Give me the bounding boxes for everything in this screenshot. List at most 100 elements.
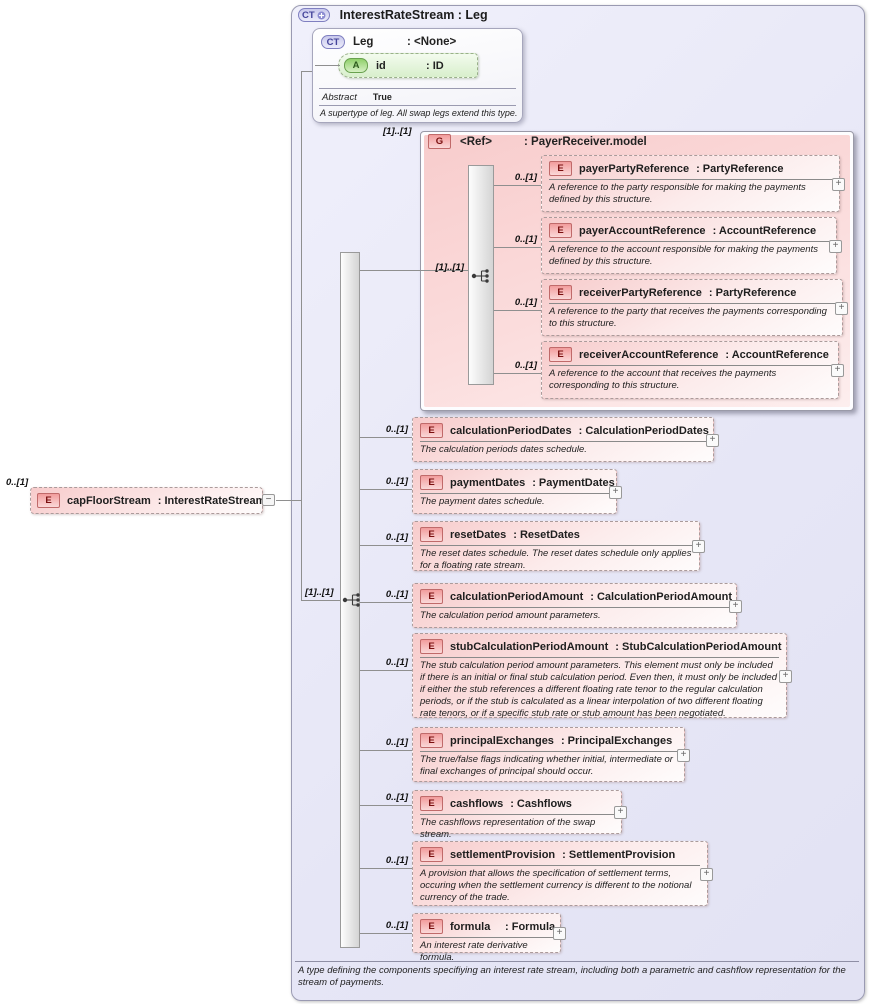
expand-icon[interactable]: + (706, 433, 719, 447)
expand-icon[interactable]: + (832, 177, 845, 191)
element-header: E stubCalculationPeriodAmount : StubCalc… (420, 639, 782, 654)
expand-icon[interactable]: + (609, 485, 622, 499)
element-badge: E (420, 639, 443, 654)
element-name: cashflows (450, 797, 504, 810)
element-annotation: The reset dates schedule. The reset date… (420, 548, 692, 571)
element-name: payerAccountReference (579, 224, 706, 237)
connector-line (494, 185, 541, 186)
cardinality-label: 0..[1] (385, 657, 408, 668)
cardinality-label: 0..[1] (514, 234, 537, 245)
expand-icon[interactable]: + (729, 599, 742, 613)
element-type: : PaymentDates (532, 476, 615, 489)
separator (420, 751, 677, 752)
connector-line (315, 65, 340, 66)
connector-line (301, 71, 312, 72)
element-header: E paymentDates : PaymentDates (420, 475, 615, 490)
base-type-header: CT Leg : <None> (321, 35, 456, 49)
element-badge: E (549, 285, 572, 300)
element-header: E receiverAccountReference : AccountRefe… (549, 347, 831, 362)
separator (420, 865, 700, 866)
element-box-calculationPeriodAmount[interactable]: E calculationPeriodAmount : CalculationP… (412, 583, 742, 628)
element-header: E cashflows : Cashflows (420, 796, 614, 811)
cardinality-label: 0..[1] (385, 737, 408, 748)
expand-icon[interactable]: + (614, 806, 627, 819)
connector-line (360, 750, 412, 751)
connector-line (301, 71, 302, 600)
connector-line (360, 868, 412, 869)
element-box-payerAccountReference[interactable]: E payerAccountReference : AccountReferen… (541, 217, 842, 274)
element-type: : SettlementProvision (562, 848, 676, 861)
element-name: calculationPeriodDates (450, 424, 572, 437)
cardinality-label: 0..[1] (385, 855, 408, 866)
separator (420, 441, 706, 442)
element-name: receiverPartyReference (579, 286, 702, 299)
element-box-formula[interactable]: E formula : Formula An interest rate der… (412, 913, 566, 963)
abstract-label: Abstract (322, 92, 357, 103)
connector-line (360, 805, 412, 806)
element-badge: E (420, 919, 443, 934)
cardinality-label: 0..[1] (514, 172, 537, 183)
element-box-capFloorStream[interactable]: E capFloorStream : InterestRateStream (30, 487, 265, 514)
plus-circle-icon (317, 11, 326, 19)
separator (549, 365, 831, 366)
base-type-name: Leg (353, 36, 374, 48)
sequence-icon (342, 593, 360, 607)
base-type-box-Leg[interactable]: CT Leg : <None> A id : ID Abstract True A… (312, 28, 523, 123)
element-name: payerPartyReference (579, 162, 690, 175)
separator (420, 607, 729, 608)
element-annotation: The cashflows representation of the swap… (420, 817, 596, 840)
group-header: G <Ref> : PayerReceiver.model (428, 134, 647, 149)
connector-line (360, 437, 412, 438)
element-header: E payerAccountReference : AccountReferen… (549, 223, 829, 238)
expand-icon[interactable]: + (779, 669, 792, 683)
element-box-calculationPeriodDates[interactable]: E calculationPeriodDates : CalculationPe… (412, 417, 719, 462)
element-header: E settlementProvision : SettlementProvis… (420, 847, 700, 862)
element-box-principalExchanges[interactable]: E principalExchanges : PrincipalExchange… (412, 727, 690, 782)
element-badge: E (420, 423, 443, 438)
expand-icon[interactable]: + (835, 301, 848, 315)
element-type: : Cashflows (510, 797, 572, 810)
element-type: : CalculationPeriodAmount (590, 590, 733, 603)
separator (420, 493, 609, 494)
element-annotation: A provision that allows the specificatio… (420, 868, 692, 903)
element-box-cashflows[interactable]: E cashflows : Cashflows The cashflows re… (412, 790, 627, 840)
element-box-resetDates[interactable]: E resetDates : ResetDates The reset date… (412, 521, 705, 571)
expand-icon[interactable]: + (692, 540, 705, 553)
collapse-icon[interactable]: − (262, 494, 275, 506)
element-box-receiverPartyReference[interactable]: E receiverPartyReference : PartyReferenc… (541, 279, 848, 336)
type-annotation: A type defining the components specifiyi… (298, 965, 846, 989)
expand-icon[interactable]: + (829, 239, 842, 253)
complex-type-badge-label: CT (302, 9, 315, 21)
element-name: receiverAccountReference (579, 348, 719, 361)
cardinality-label: 0..[1] (385, 589, 408, 600)
element-box-settlementProvision[interactable]: E settlementProvision : SettlementProvis… (412, 841, 713, 906)
element-badge: E (549, 223, 572, 238)
element-badge: E (420, 589, 443, 604)
element-box-receiverAccountReference[interactable]: E receiverAccountReference : AccountRefe… (541, 341, 844, 399)
element-badge: E (549, 347, 572, 362)
element-badge: E (420, 733, 443, 748)
base-type-annotation: A supertype of leg. All swap legs extend… (320, 108, 518, 118)
separator (420, 814, 614, 815)
element-box-payerPartyReference[interactable]: E payerPartyReference : PartyReference A… (541, 155, 845, 212)
abstract-value: True (372, 92, 392, 102)
connector-line (494, 310, 541, 311)
expand-icon[interactable]: + (553, 927, 566, 940)
cardinality-label: [1]..[1] (435, 262, 465, 273)
expand-icon[interactable]: + (700, 867, 713, 881)
element-annotation: The calculation periods dates schedule. (420, 444, 587, 455)
element-name: paymentDates (450, 476, 526, 489)
complex-type-badge-icon: CT (298, 8, 330, 22)
element-header: E resetDates : ResetDates (420, 527, 692, 542)
expand-icon[interactable]: + (677, 748, 690, 762)
element-header: E receiverPartyReference : PartyReferenc… (549, 285, 835, 300)
attribute-box-id[interactable]: A id : ID (338, 53, 478, 78)
expand-icon[interactable]: + (831, 364, 844, 377)
element-name: calculationPeriodAmount (450, 590, 584, 603)
element-type: : AccountReference (725, 348, 829, 361)
element-box-stubCalculationPeriodAmount[interactable]: E stubCalculationPeriodAmount : StubCalc… (412, 633, 792, 719)
element-header: E principalExchanges : PrincipalExchange… (420, 733, 677, 748)
separator (420, 545, 692, 546)
element-box-paymentDates[interactable]: E paymentDates : PaymentDates The paymen… (412, 469, 622, 514)
element-badge: E (420, 475, 443, 490)
